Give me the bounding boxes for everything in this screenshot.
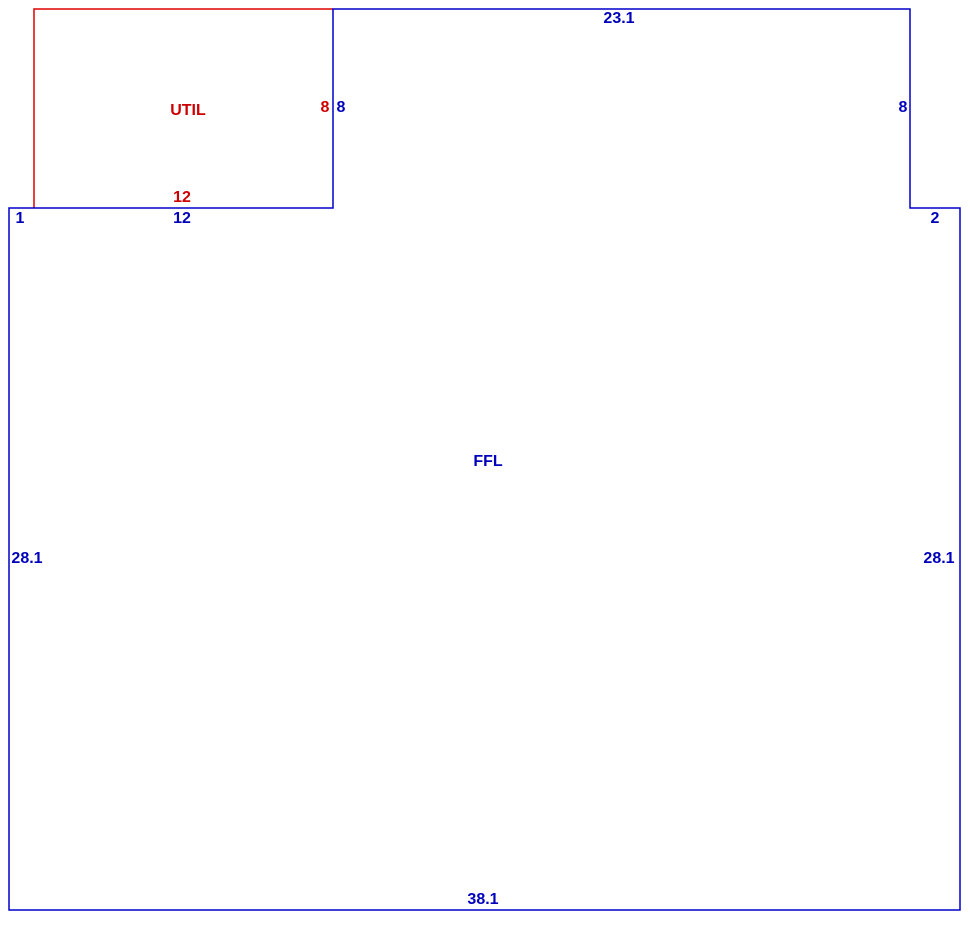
ffl-dim-right: 28.1 [923, 550, 954, 567]
ffl-dim-step-right: 2 [931, 210, 940, 227]
util-room-outline [33, 8, 333, 208]
util-room-name: UTIL [170, 102, 206, 119]
ffl-dim-upper-left-wall: 8 [337, 99, 346, 116]
ffl-dim-left: 28.1 [11, 550, 42, 567]
ffl-dim-lower-top-left: 12 [173, 210, 191, 227]
ffl-room-name: FFL [473, 453, 503, 470]
util-dim-bottom: 12 [173, 189, 191, 206]
ffl-dim-bottom: 38.1 [467, 891, 498, 908]
ffl-dim-upper-right-wall: 8 [899, 99, 908, 116]
ffl-dim-top: 23.1 [603, 10, 634, 27]
util-dim-right: 8 [321, 99, 330, 116]
ffl-room-outline [8, 8, 961, 911]
ffl-dim-step-left: 1 [16, 210, 25, 227]
